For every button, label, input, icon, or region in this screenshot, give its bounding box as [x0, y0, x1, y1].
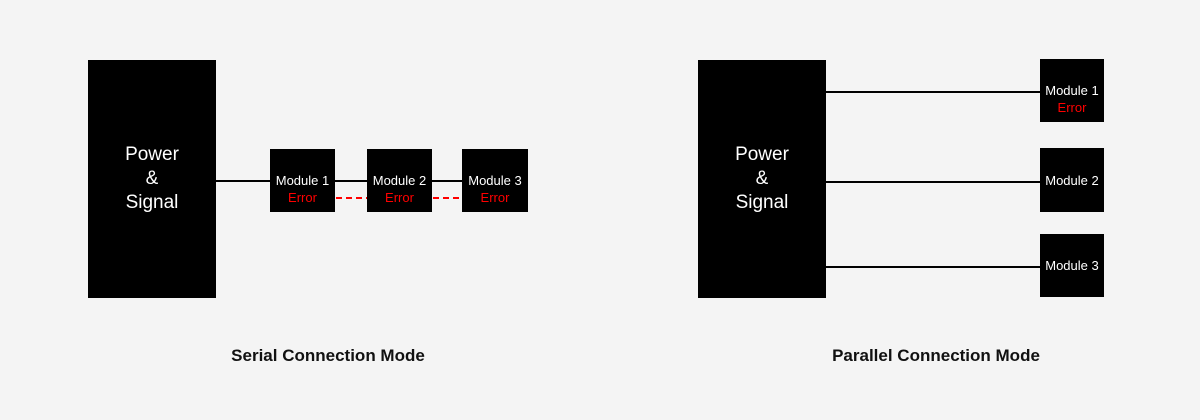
parallel-caption: Parallel Connection Mode — [832, 346, 1040, 365]
serial-power-signal-box: Power & Signal — [88, 60, 216, 298]
power-label-line: Power — [125, 144, 179, 165]
parallel-module-3-box: Module 3 — [1040, 234, 1104, 297]
power-label-line: & — [145, 168, 159, 189]
module-error-label: Error — [385, 190, 414, 205]
module-label: Module 3 — [1045, 258, 1099, 273]
module-label: Module 1 — [275, 173, 330, 188]
serial-wire-module1-to-module2 — [335, 180, 367, 182]
parallel-wire-power-to-module3 — [826, 266, 1040, 268]
serial-error-wire-module1-to-module2 — [336, 197, 367, 199]
module-label: Module 3 — [468, 173, 522, 188]
parallel-module-2-box: Module 2 — [1040, 148, 1104, 212]
parallel-wire-power-to-module2 — [826, 181, 1040, 183]
module-label: Module 1 — [1045, 83, 1099, 98]
serial-module-2-box: Module 2 Error — [367, 149, 432, 212]
serial-caption: Serial Connection Mode — [231, 346, 425, 365]
module-error-label: Error — [1057, 100, 1087, 115]
parallel-module-1-box: Module 1 Error — [1040, 59, 1104, 122]
module-error-label: Error — [480, 190, 510, 205]
serial-wire-power-to-module1 — [216, 180, 270, 182]
parallel-power-signal-box: Power & Signal — [698, 60, 826, 298]
serial-module-3-box: Module 3 Error — [462, 149, 528, 212]
module-label: Module 2 — [1045, 172, 1099, 188]
module-label: Module 2 — [372, 173, 427, 188]
power-label-line: & — [755, 168, 769, 189]
serial-module-1-box: Module 1 Error — [270, 149, 335, 212]
module-error-label: Error — [288, 190, 317, 205]
parallel-wire-power-to-module1 — [826, 91, 1040, 93]
power-label-line: Signal — [735, 192, 789, 213]
serial-error-wire-module2-to-module3 — [433, 197, 462, 199]
power-label-line: Power — [735, 144, 789, 165]
serial-wire-module2-to-module3 — [432, 180, 462, 182]
power-label-line: Signal — [125, 192, 179, 213]
